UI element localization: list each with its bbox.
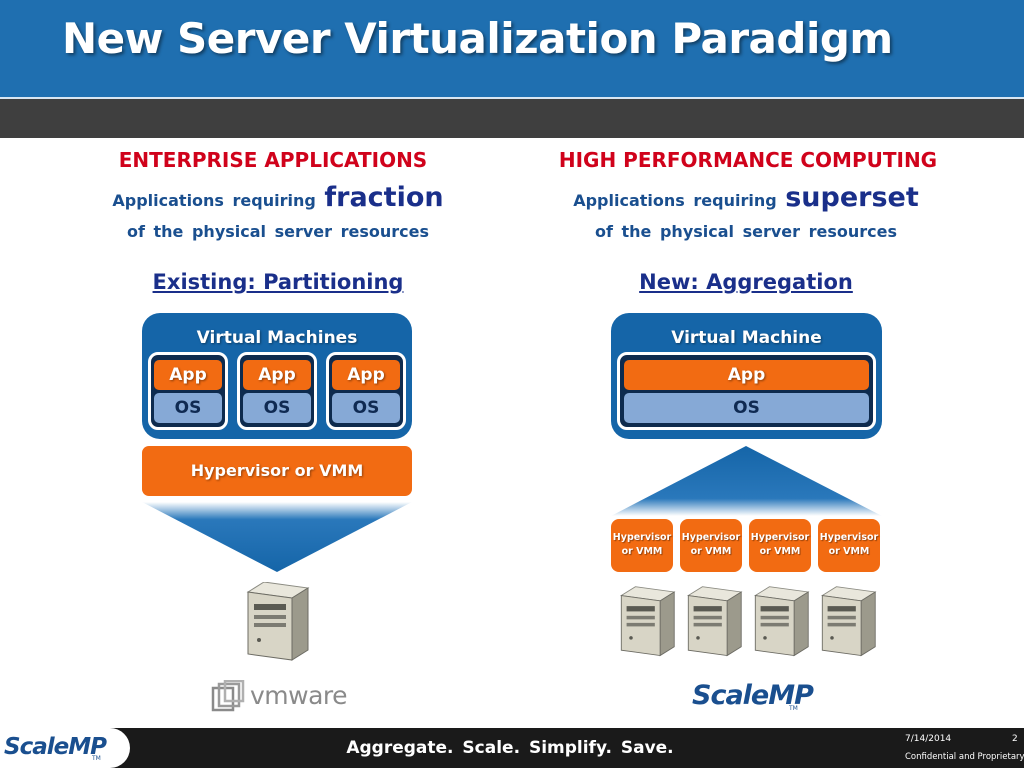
server-tower-icon bbox=[620, 586, 676, 657]
hypervisor-node-3-line1: Hypervisor bbox=[750, 532, 810, 543]
footer-confidential: Confidential and Proprietary bbox=[905, 752, 1024, 762]
hypervisor-node-4: Hypervisor or VMM bbox=[818, 519, 880, 572]
os-block-3: OS bbox=[332, 393, 400, 423]
os-block-2: OS bbox=[243, 393, 311, 423]
hypervisor-node-3: Hypervisor or VMM bbox=[749, 519, 811, 572]
os-block-1: OS bbox=[154, 393, 222, 423]
app-block-1: App bbox=[154, 360, 222, 390]
partition-funnel-graphic bbox=[142, 502, 412, 572]
server-tower-icon bbox=[687, 586, 743, 657]
left-description-prefix: Applications requiring bbox=[112, 191, 316, 210]
os-block-aggregated: OS bbox=[624, 393, 869, 423]
left-description-emphasis: fraction bbox=[324, 182, 444, 213]
virtual-machines-label: Virtual Machines bbox=[196, 328, 358, 348]
slide-title: New Server Virtualization Paradigm bbox=[62, 14, 893, 63]
hypervisor-node-4-line2: or VMM bbox=[828, 546, 870, 557]
footer-trademark: TM bbox=[92, 755, 101, 762]
server-tower-icon bbox=[246, 582, 310, 661]
virtual-machine-label: Virtual Machine bbox=[671, 328, 822, 348]
scalemp-logo: ScaleMP bbox=[692, 680, 814, 711]
left-section-title: Existing: Partitioning bbox=[152, 270, 404, 294]
app-block-2: App bbox=[243, 360, 311, 390]
footer-date: 7/14/2014 bbox=[905, 734, 952, 744]
hypervisor-bar: Hypervisor or VMM bbox=[142, 446, 412, 496]
hypervisor-node-2-line2: or VMM bbox=[690, 546, 732, 557]
hypervisor-node-3-line2: or VMM bbox=[759, 546, 801, 557]
title-divider bbox=[0, 97, 1024, 99]
hypervisor-node-2-line1: Hypervisor bbox=[681, 532, 741, 543]
app-block-aggregated: App bbox=[624, 360, 869, 390]
right-description-emphasis: superset bbox=[785, 182, 919, 213]
hypervisor-node-1-line2: or VMM bbox=[621, 546, 663, 557]
footer-scalemp-logo: ScaleMP bbox=[4, 734, 107, 760]
right-description-prefix: Applications requiring bbox=[573, 191, 777, 210]
left-description-line2: of the physical server resources bbox=[126, 222, 429, 241]
right-description-line2: of the physical server resources bbox=[594, 222, 897, 241]
vmware-squares-icon bbox=[211, 680, 245, 712]
footer-page-number: 2 bbox=[1012, 734, 1018, 744]
footer-bar bbox=[0, 728, 1024, 768]
left-description-line1: Applications requiring fraction bbox=[68, 182, 488, 213]
vmware-logo: vmware bbox=[250, 681, 348, 710]
right-section-title: New: Aggregation bbox=[639, 270, 853, 294]
server-tower-icon bbox=[754, 586, 810, 657]
aggregation-pyramid-graphic bbox=[611, 446, 882, 516]
footer-tagline: Aggregate. Scale. Simplify. Save. bbox=[346, 738, 674, 758]
hypervisor-node-2: Hypervisor or VMM bbox=[680, 519, 742, 572]
hypervisor-node-1-line1: Hypervisor bbox=[612, 532, 672, 543]
footer-logo-badge bbox=[0, 728, 130, 768]
right-description-line1: Applications requiring superset bbox=[536, 182, 956, 213]
left-heading: ENTERPRISE APPLICATIONS bbox=[118, 148, 428, 172]
server-tower-icon bbox=[821, 586, 877, 657]
header-band bbox=[0, 99, 1024, 138]
title-bar bbox=[0, 0, 1024, 97]
scalemp-trademark: TM bbox=[789, 705, 798, 712]
hypervisor-node-1: Hypervisor or VMM bbox=[611, 519, 673, 572]
right-heading: HIGH PERFORMANCE COMPUTING bbox=[558, 148, 938, 172]
hypervisor-node-4-line1: Hypervisor bbox=[819, 532, 879, 543]
app-block-3: App bbox=[332, 360, 400, 390]
